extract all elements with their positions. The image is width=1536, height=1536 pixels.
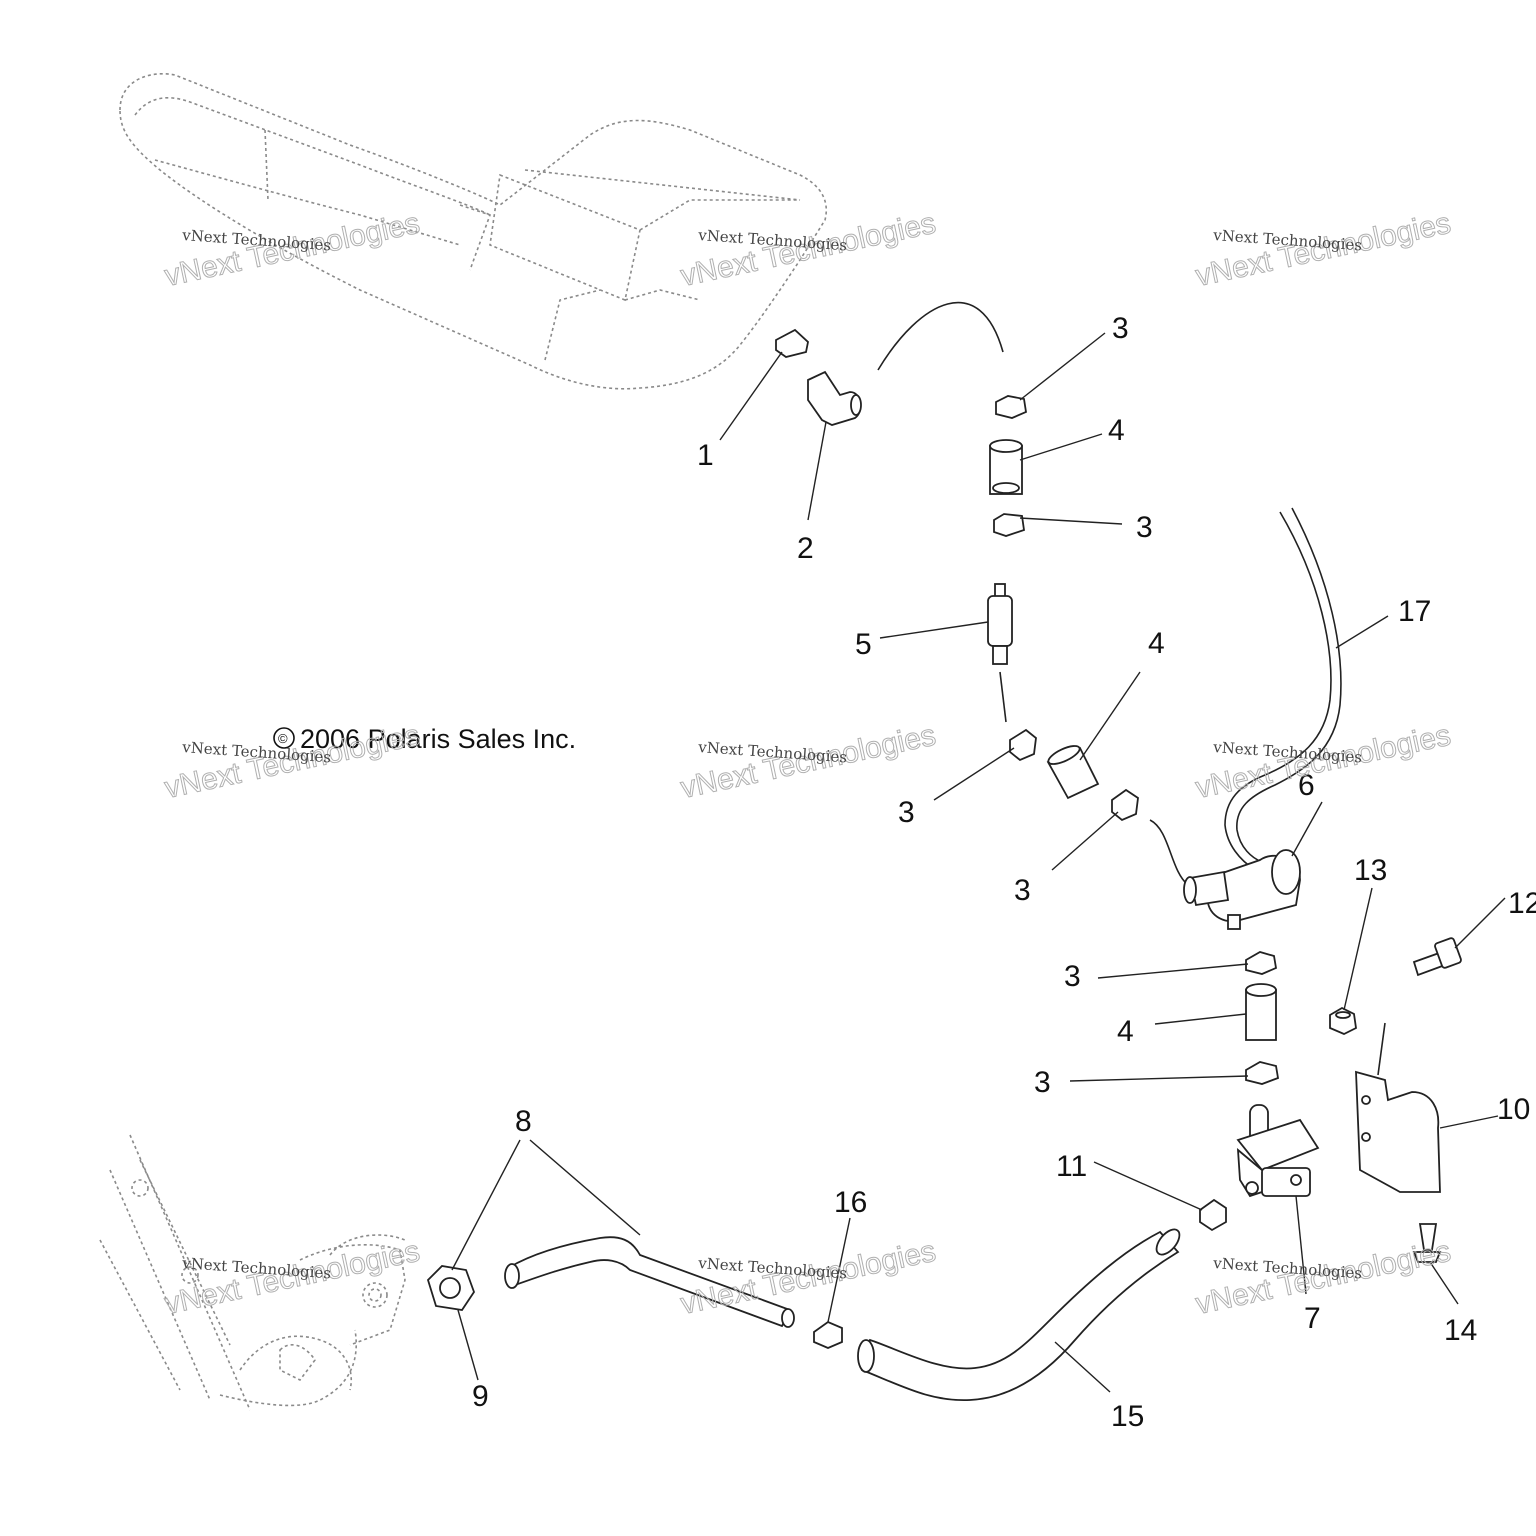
callout-3: 3 xyxy=(1034,1066,1051,1099)
copyright-text: 2006 Polaris Sales Inc. xyxy=(300,724,576,754)
callout-4: 4 xyxy=(1108,414,1125,447)
watermark-6: vNext Technologies vNext Technologies xyxy=(1192,718,1454,805)
part-3-clamp-c xyxy=(1009,728,1037,762)
callout-2: 2 xyxy=(797,532,814,565)
callout-15: 15 xyxy=(1111,1400,1144,1433)
part-12-bolt xyxy=(1412,937,1462,977)
watermark-1: vNext Technologies vNext Technologies xyxy=(161,206,423,293)
part-14-bolt xyxy=(1412,1223,1442,1263)
part-8-fuel-line xyxy=(504,1236,795,1328)
part-4-hose-segment-b xyxy=(1046,745,1100,800)
copyright-icon xyxy=(273,727,295,749)
callout-13: 13 xyxy=(1354,854,1387,887)
watermark-9: vNext Technologies vNext Technologies xyxy=(1192,1234,1454,1321)
callout-10: 10 xyxy=(1497,1093,1530,1126)
hose-17-inner xyxy=(1236,507,1342,863)
callout-11: 11 xyxy=(1056,1150,1087,1183)
part-3-clamp-e xyxy=(1245,951,1278,975)
part-3-clamp-a xyxy=(995,395,1027,419)
callout-5: 5 xyxy=(855,628,872,661)
part-9-fitting-nut xyxy=(426,1265,476,1311)
copyright-symbol: © xyxy=(278,731,288,746)
part-3-clamp-b xyxy=(993,513,1025,537)
callout-14: 14 xyxy=(1444,1314,1477,1347)
part-15-fuel-hose xyxy=(857,1228,1181,1401)
part-4-hose-segment-a xyxy=(989,439,1023,495)
watermark-5: vNext Technologies vNext Technologies xyxy=(677,718,939,805)
part-4-hose-segment-c xyxy=(1245,983,1277,1041)
watermark-8: vNext Technologies vNext Technologies xyxy=(677,1234,939,1321)
callout-4: 4 xyxy=(1117,1015,1134,1048)
callout-3: 3 xyxy=(1064,960,1081,993)
callout-3: 3 xyxy=(1136,511,1153,544)
callout-3: 3 xyxy=(898,796,915,829)
part-5-fuel-filter xyxy=(987,583,1013,665)
copyright-notice: © 2006 Polaris Sales Inc. xyxy=(273,724,576,754)
engine-ghost-outline xyxy=(99,1134,406,1411)
connector-line-6 xyxy=(1149,819,1189,886)
bracket-line xyxy=(1377,1022,1386,1076)
part-2-elbow-fitting xyxy=(807,370,862,426)
part-1-grommet xyxy=(775,328,809,358)
seat-ghost-outline xyxy=(119,73,827,390)
part-13-nut xyxy=(1329,1006,1357,1035)
callout-9: 9 xyxy=(472,1380,489,1413)
part-6-fuel-valve xyxy=(1183,849,1301,930)
vent-line xyxy=(877,301,1004,371)
hose-17-outer xyxy=(1224,511,1332,871)
callout-12: 12 xyxy=(1508,887,1536,920)
part-16-clamp xyxy=(813,1320,843,1349)
watermark-3: vNext Technologies vNext Technologies xyxy=(1192,206,1454,293)
callout-16: 16 xyxy=(834,1186,867,1219)
filter-drop-line xyxy=(999,671,1007,723)
watermark-2: vNext Technologies vNext Technologies xyxy=(677,206,939,293)
part-3-clamp-d xyxy=(1111,788,1139,822)
callout-3: 3 xyxy=(1014,874,1031,907)
part-11-clamp xyxy=(1199,1198,1227,1232)
callout-8: 8 xyxy=(515,1105,532,1138)
callout-6: 6 xyxy=(1298,769,1315,802)
part-10-bracket xyxy=(1355,1070,1441,1193)
watermark-7: vNext Technologies vNext Technologies xyxy=(161,1234,423,1321)
part-7-fuel-pump xyxy=(1236,1104,1320,1198)
callout-17: 17 xyxy=(1398,595,1431,628)
callout-7: 7 xyxy=(1304,1302,1321,1335)
callout-3: 3 xyxy=(1112,312,1129,345)
callout-1: 1 xyxy=(697,439,714,472)
leader-lines xyxy=(451,332,1506,1393)
callout-4: 4 xyxy=(1148,627,1165,660)
part-3-clamp-f xyxy=(1245,1061,1280,1085)
